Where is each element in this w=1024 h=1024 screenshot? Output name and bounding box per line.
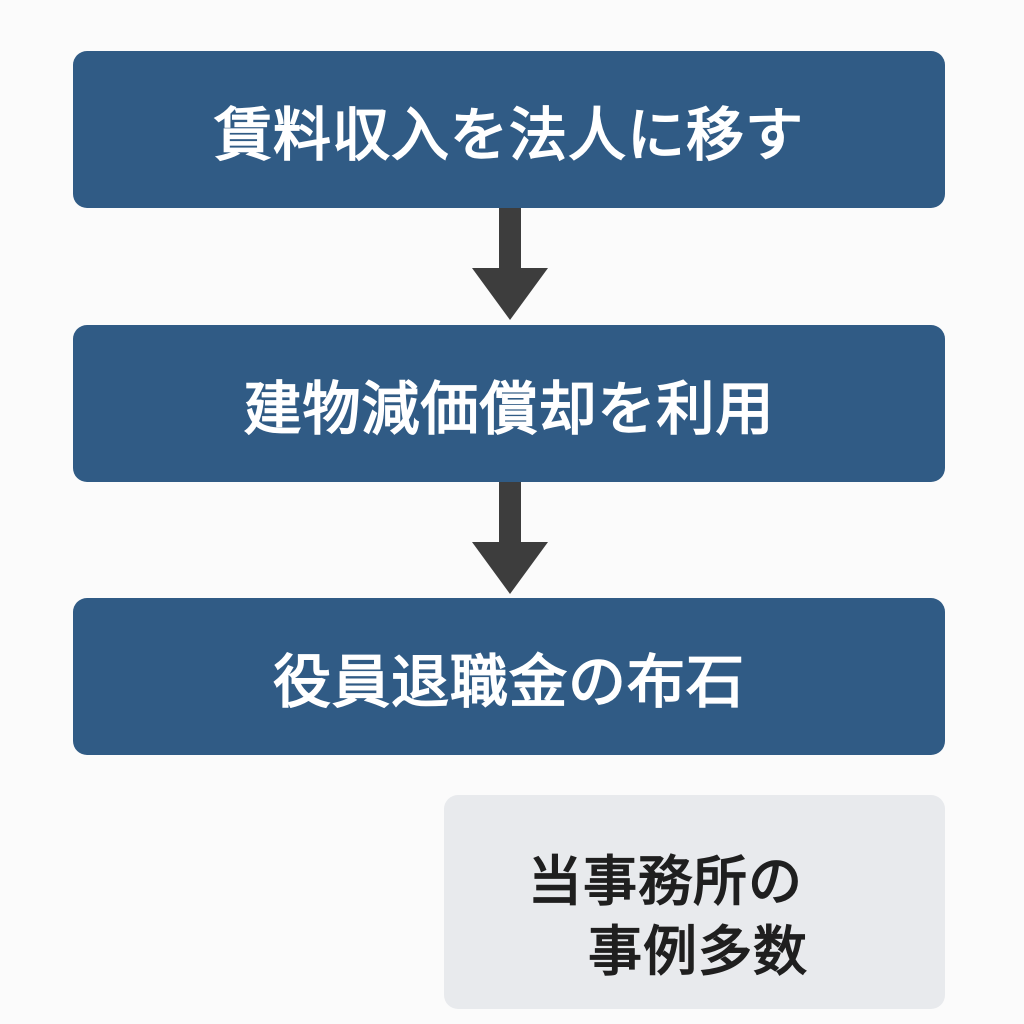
note-line-2: 事例多数 [588, 920, 808, 983]
down-arrow-icon [472, 208, 548, 320]
step-box-2: 建物減価償却を利用 [73, 325, 945, 482]
step-label-1: 賃料収入を法人に移す [213, 100, 804, 169]
note-line-1: 当事務所の [528, 850, 803, 913]
arrow-head [472, 268, 548, 320]
step-label-2: 建物減価償却を利用 [243, 374, 775, 443]
arrow-head [472, 542, 548, 594]
arrow-shaft [499, 482, 521, 544]
down-arrow-icon [472, 482, 548, 594]
step-box-3: 役員退職金の布石 [73, 598, 945, 755]
arrow-shaft [499, 208, 521, 270]
step-label-3: 役員退職金の布石 [272, 647, 745, 716]
note-box: 当事務所の 事例多数 [444, 795, 945, 1009]
step-box-1: 賃料収入を法人に移す [73, 51, 945, 208]
